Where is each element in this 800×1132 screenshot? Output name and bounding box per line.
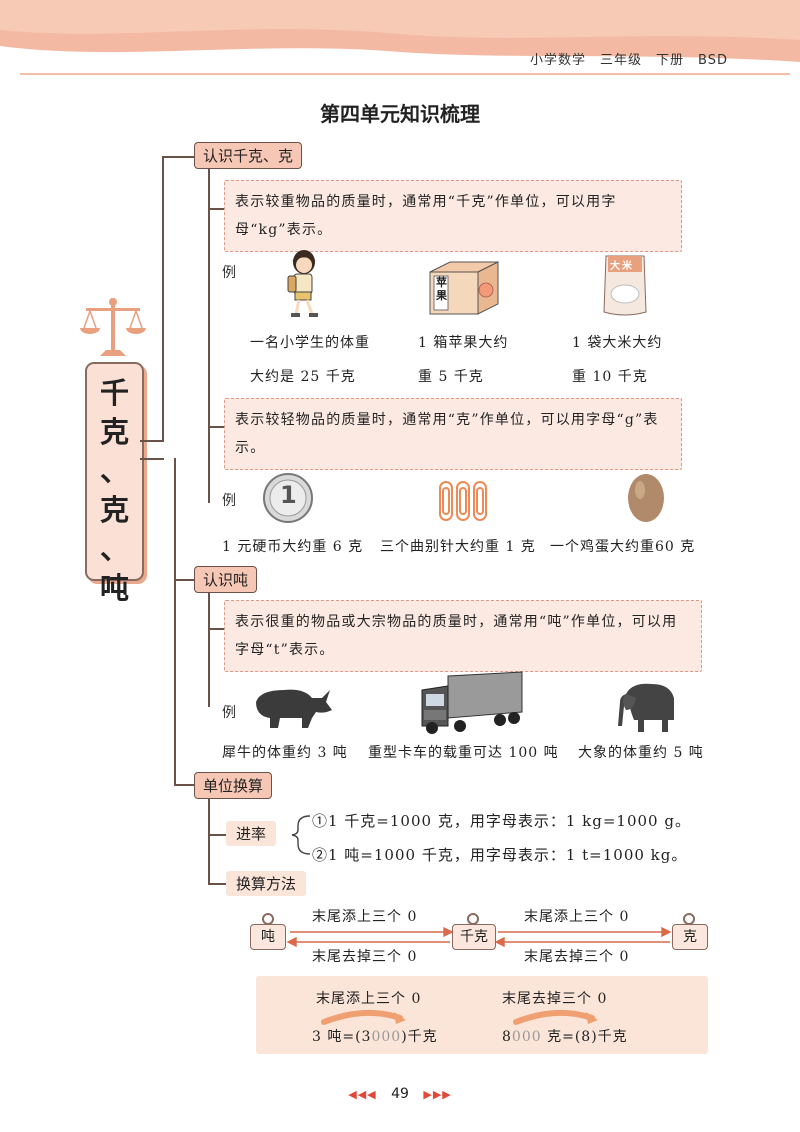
conversion-example: 3 吨=(3000)千克 [312, 1029, 438, 1045]
weight-icon [467, 913, 479, 924]
example-caption: 1 元硬币大约重 6 克 [222, 539, 364, 555]
arrow-label: 末尾添上三个 0 [524, 909, 630, 925]
example-caption: 重型卡车的载重可达 100 吨 [368, 745, 559, 761]
example-hint: 末尾添上三个 0 [316, 991, 422, 1007]
example-marker: 例 [222, 265, 236, 281]
unit-ton-weight: 吨 [250, 924, 286, 950]
coin-label: 1 [280, 481, 297, 509]
header-band [0, 0, 800, 75]
conversion-rate: ①1 千克=1000 克，用字母表示：1 kg=1000 g。 [312, 812, 691, 830]
prev-triangles-icon: ◀◀◀ [348, 1088, 377, 1101]
curved-arrow-icon [321, 1009, 406, 1025]
rate-label: 进率 [226, 821, 277, 846]
conversion-example: 8000 克=(8)千克 [502, 1029, 628, 1045]
schoolgirl-icon [287, 250, 318, 317]
unit-g-weight: 克 [672, 924, 708, 950]
example-marker: 例 [222, 705, 236, 721]
section-label-ton: 认识吨 [194, 566, 258, 593]
example-caption: 1 袋大米大约 [572, 335, 663, 351]
example-caption: 一个鸡蛋大约重60 克 [550, 539, 696, 555]
example-caption: 三个曲别针大约重 1 克 [380, 539, 536, 555]
section-label-kg-g: 认识千克、克 [194, 142, 303, 169]
arrow-label: 末尾去掉三个 0 [524, 949, 630, 965]
conversion-example-box [256, 976, 708, 1054]
main-topic-box: 千克、 克、吨 [85, 362, 144, 605]
balance-scale-icon [80, 298, 146, 356]
curved-arrow-icon [513, 1009, 598, 1025]
page-title: 第四单元知识梳理 [320, 102, 480, 126]
next-triangles-icon: ▶▶▶ [423, 1088, 452, 1101]
conversion-arrows [286, 926, 672, 948]
coin-icon [263, 473, 313, 523]
rhino-icon [256, 689, 332, 728]
rice-bag-icon [603, 255, 647, 316]
rice-bag-label: 大米 [610, 261, 634, 272]
example-marker: 例 [222, 493, 236, 509]
weight-icon [262, 913, 274, 924]
elephant-icon [618, 683, 674, 732]
apple-box-icon [429, 261, 499, 315]
ton-note: 表示很重的物品或大宗物品的质量时，通常用“吨”作单位，可以用字母“t”表示。 [224, 600, 702, 672]
method-label: 换算方法 [226, 871, 307, 896]
example-caption: 一名小学生的体重 [250, 335, 370, 351]
example-caption: 大象的体重约 5 吨 [578, 745, 704, 761]
arrow-label: 末尾去掉三个 0 [312, 949, 418, 965]
example-caption: 犀牛的体重约 3 吨 [222, 745, 348, 761]
example-caption: 重 5 千克 [418, 369, 484, 385]
page-number: ◀◀◀ 49 ▶▶▶ [348, 1086, 452, 1102]
example-caption: 1 箱苹果大约 [418, 335, 509, 351]
example-hint: 末尾去掉三个 0 [502, 991, 608, 1007]
main-topic-text: 千克、 克、吨 [99, 376, 129, 605]
kg-note: 表示较重物品的质量时，通常用“千克”作单位，可以用字母“kg”表示。 [224, 180, 682, 252]
g-note: 表示较轻物品的质量时，通常用“克”作单位，可以用字母“g”表示。 [224, 398, 682, 470]
paperclips-icon [439, 481, 487, 521]
conversion-rate: ②1 吨=1000 千克，用字母表示：1 t=1000 kg。 [312, 846, 688, 864]
weight-icon [683, 913, 695, 924]
apple-box-label: 苹果 [436, 276, 447, 302]
example-caption: 大约是 25 千克 [250, 369, 356, 385]
truck-icon [421, 671, 523, 734]
arrow-label: 末尾添上三个 0 [312, 909, 418, 925]
rate-brace [291, 815, 311, 855]
unit-kg-weight: 千克 [452, 924, 496, 950]
egg-icon [628, 474, 664, 522]
example-caption: 重 10 千克 [572, 369, 648, 385]
header-text: 小学数学 三年级 下册 BSD [530, 53, 728, 68]
section-label-conversion: 单位换算 [194, 772, 273, 799]
